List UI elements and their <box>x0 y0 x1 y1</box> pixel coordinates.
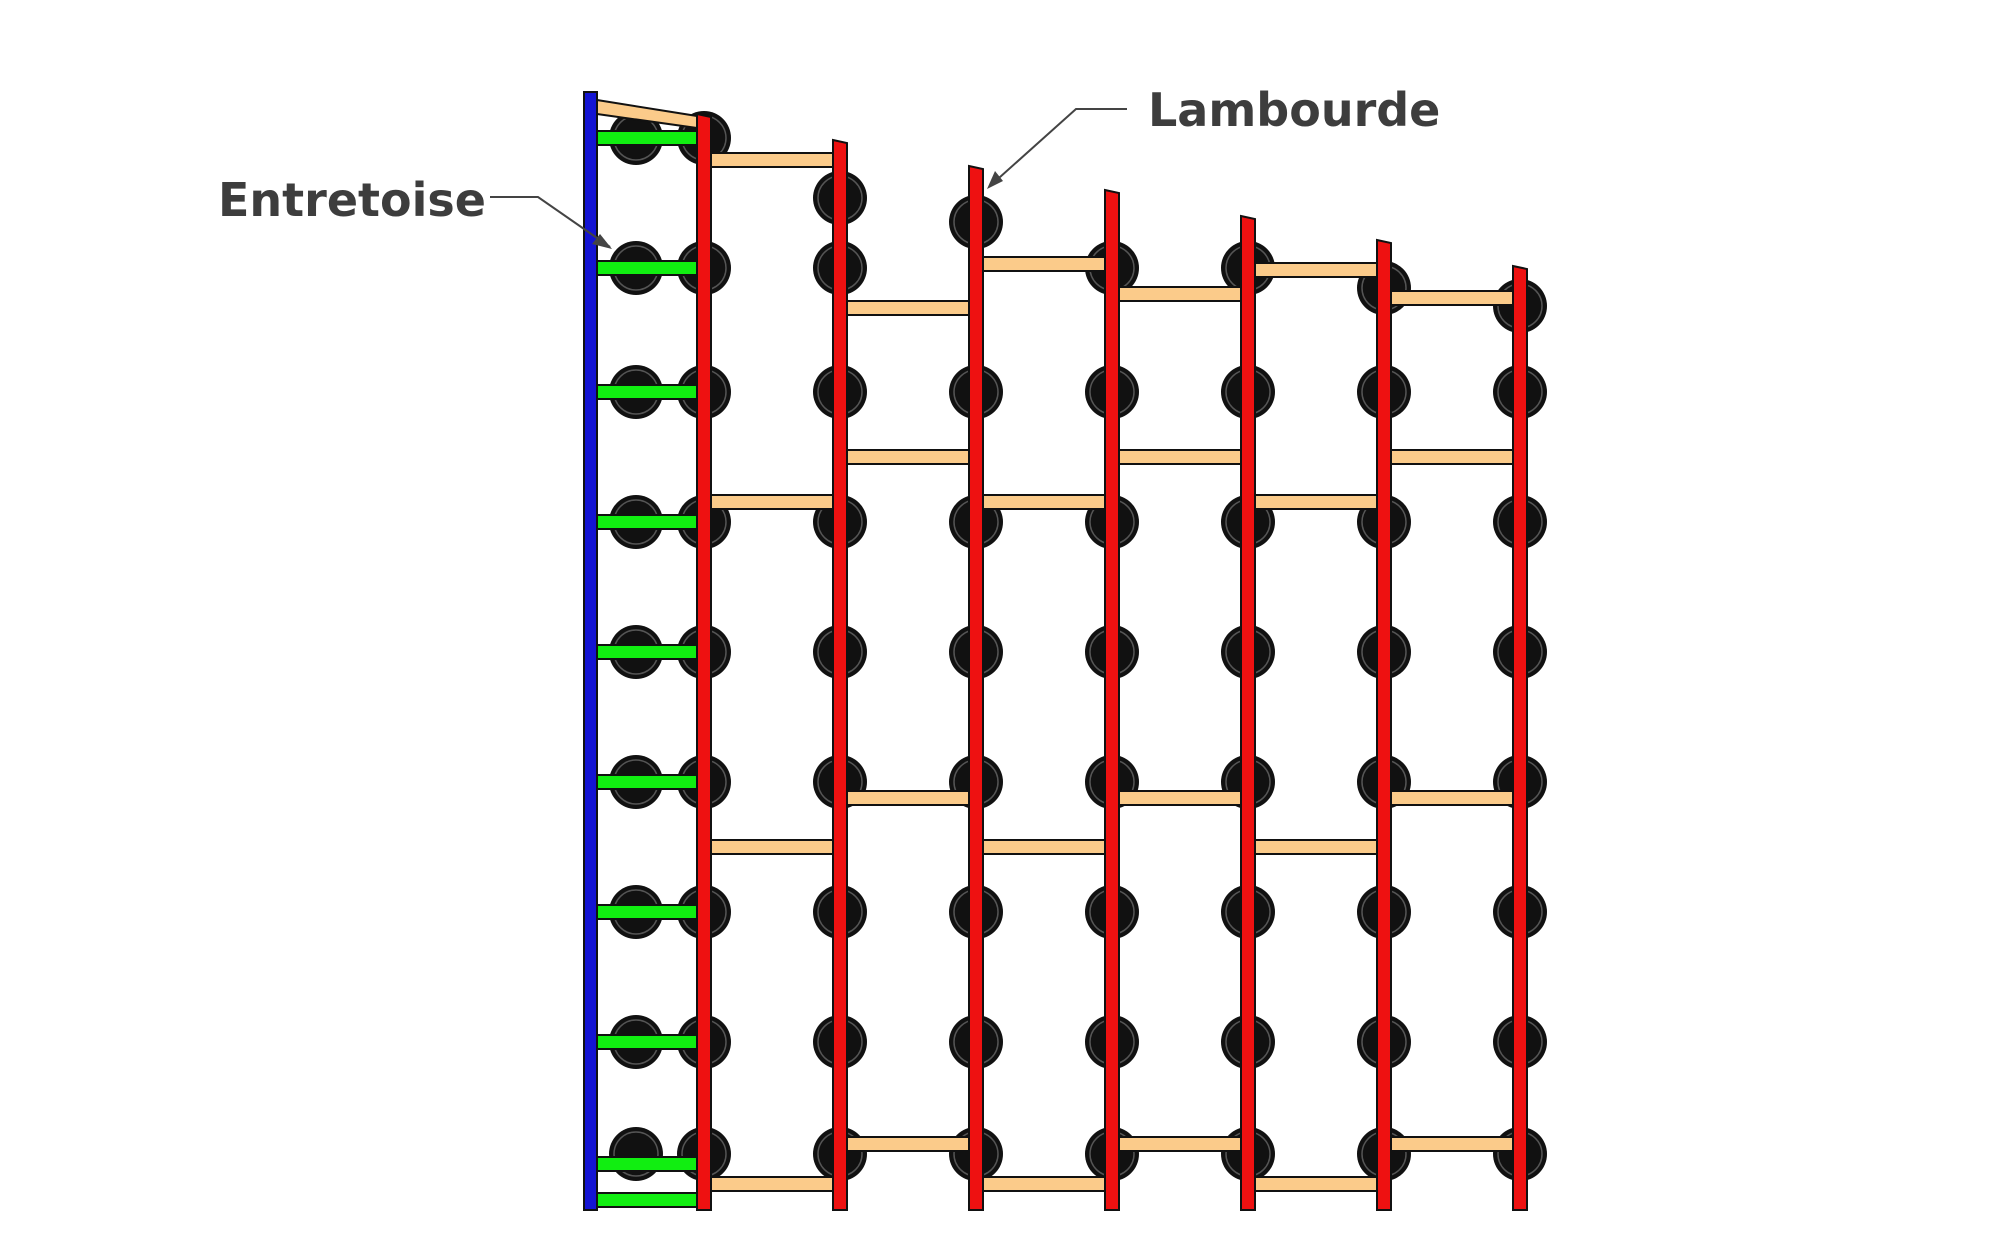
post <box>968 164 984 1211</box>
entretoise-leader-line <box>490 196 611 248</box>
lambourde-leader-line <box>989 108 1127 187</box>
entretoise <box>596 130 698 146</box>
lambourde <box>1254 262 1378 278</box>
lambourde <box>1254 494 1378 510</box>
lambourde <box>1118 1136 1242 1152</box>
rails <box>596 98 1514 1208</box>
entretoise <box>596 384 698 400</box>
post <box>1376 238 1392 1211</box>
lambourde <box>846 300 970 316</box>
entretoise <box>596 1156 698 1172</box>
entretoise <box>596 1034 698 1050</box>
lambourde <box>710 494 834 510</box>
lambourde <box>1390 290 1514 306</box>
entretoise <box>596 514 698 530</box>
labels: Entretoise Lambourde <box>218 83 1440 249</box>
entretoise <box>596 260 698 276</box>
lambourde <box>982 256 1106 272</box>
entretoise <box>596 774 698 790</box>
bottle <box>609 1127 663 1181</box>
lambourde <box>710 1176 834 1192</box>
post-first <box>583 91 598 1211</box>
posts <box>583 91 1528 1211</box>
entretoise-arrowhead <box>592 234 612 249</box>
entretoise <box>596 1192 698 1208</box>
lambourde <box>710 839 834 855</box>
lambourde <box>1254 839 1378 855</box>
lambourde <box>982 839 1106 855</box>
post <box>832 138 848 1211</box>
lambourde <box>846 1136 970 1152</box>
lambourde <box>1118 286 1242 302</box>
lambourde <box>1254 1176 1378 1192</box>
post <box>1240 214 1256 1211</box>
entretoise <box>596 904 698 920</box>
post <box>1512 264 1528 1211</box>
post <box>696 112 712 1211</box>
lambourde <box>982 494 1106 510</box>
entretoise <box>596 644 698 660</box>
lambourde <box>1390 449 1514 465</box>
lambourde <box>846 790 970 806</box>
lambourde <box>1118 449 1242 465</box>
lambourde <box>846 449 970 465</box>
lambourde-arrowhead <box>987 171 1003 189</box>
lambourde <box>710 152 834 168</box>
lambourde <box>596 98 698 130</box>
lambourde <box>982 1176 1106 1192</box>
lambourde-label: Lambourde <box>1148 83 1440 137</box>
post <box>1104 188 1120 1211</box>
lambourde <box>1118 790 1242 806</box>
lambourde <box>1390 1136 1514 1152</box>
lambourde <box>1390 790 1514 806</box>
entretoise-label: Entretoise <box>218 173 486 227</box>
